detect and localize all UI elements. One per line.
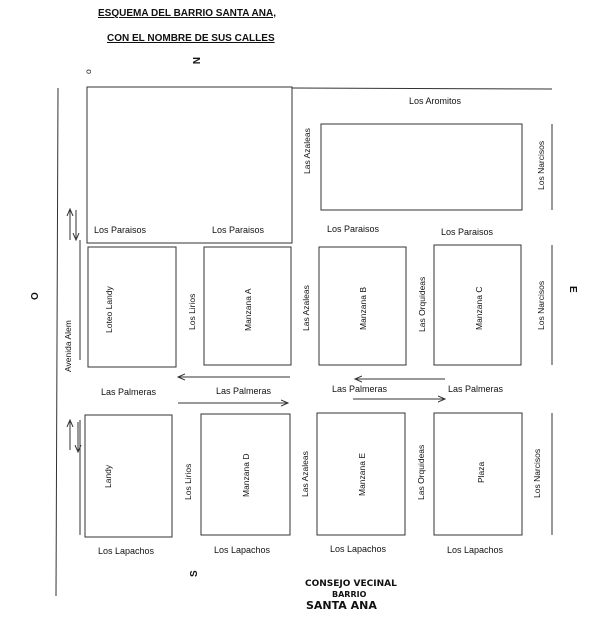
block-label-manzana-a: Manzana A [243,288,253,331]
block-label-manzana-c: Manzana C [474,287,484,330]
compass-west: O [30,292,41,300]
block-manzana-a [203,246,292,366]
street-label-paraisos: Los Paraisos [94,225,147,235]
block-plaza [433,412,523,536]
street-label-narcisos: Los Narcisos [536,141,546,190]
street-label-lapachos: Los Lapachos [214,545,271,555]
street-label-aromitos: Los Aromitos [409,96,462,106]
compass-east: E [567,286,578,293]
compass-north: N [190,57,201,64]
street-label-azaleas: Las Azaleas [300,451,310,497]
block-label-loteo-landy: Loteo Landy [104,285,114,333]
street-label-paraisos: Los Paraisos [212,225,265,235]
street-label-alem: Avenida Alem [63,320,73,372]
compass-south: S [189,570,200,577]
street-label-lapachos: Los Lapachos [330,544,387,554]
street-label-palmeras: Las Palmeras [216,386,272,396]
aromitos-line [291,87,553,90]
street-label-paraisos: Los Paraisos [441,227,494,237]
block-top-left [86,86,293,244]
street-label-azaleas: Las Azaleas [301,285,311,331]
stamp-line2: BARRIO [332,590,367,599]
avenida-alem-line [55,87,59,597]
block-landy [84,414,173,538]
block-label-manzana-b: Manzana B [358,287,368,330]
street-label-palmeras: Las Palmeras [101,387,157,397]
street-label-orquideas: Las Orquideas [417,277,427,332]
street-label-azaleas: Las Azaleas [302,128,312,174]
street-label-lapachos: Los Lapachos [447,545,504,555]
street-label-lirios: Los Lirios [183,464,193,500]
block-manzana-d [200,413,291,536]
street-label-palmeras: Las Palmeras [448,384,504,394]
street-label-narcisos: Los Narcisos [536,281,546,330]
street-label-orquideas: Las Orquideas [416,445,426,500]
block-manzana-c [433,244,522,366]
block-top-right [320,123,523,211]
street-label-paraisos: Los Paraisos [327,224,380,234]
street-label-palmeras: Las Palmeras [332,384,388,394]
block-label-manzana-e: Manzana E [357,453,367,496]
stamp-line3: SANTA ANA [306,599,377,612]
map-title-line2: CON EL NOMBRE DE SUS CALLES [107,33,275,44]
block-label-manzana-d: Manzana D [241,454,251,497]
street-label-lirios: Los Lirios [187,294,197,330]
block-label-landy: Landy [103,464,113,488]
block-loteo-landy [87,246,177,368]
street-label-lapachos: Los Lapachos [98,546,155,556]
block-label-plaza: Plaza [476,461,486,483]
street-label-narcisos: Los Narcisos [532,449,542,498]
block-manzana-e [316,412,406,536]
block-manzana-b [318,246,407,366]
compass-west-small: o [83,69,93,74]
stamp-line1: CONSEJO VECINAL [305,579,397,589]
map-title-line1: ESQUEMA DEL BARRIO SANTA ANA, [98,8,276,19]
